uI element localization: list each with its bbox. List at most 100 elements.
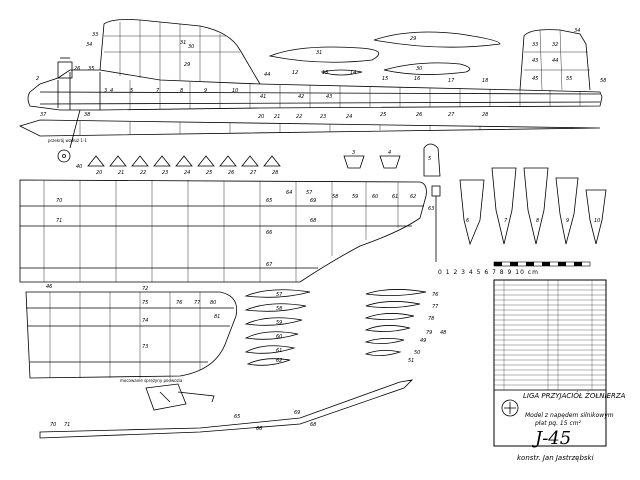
svg-text:28: 28 [482,112,488,118]
svg-text:25: 25 [206,170,212,176]
svg-text:7: 7 [504,218,508,224]
svg-text:2: 2 [36,76,39,82]
svg-text:60: 60 [276,334,282,340]
svg-text:44: 44 [552,58,558,64]
svg-text:49: 49 [420,338,426,344]
svg-text:50: 50 [414,350,420,356]
gear-mount-part [145,383,215,411]
svg-text:12: 12 [292,70,298,76]
svg-text:23: 23 [162,170,168,176]
svg-text:3: 3 [352,150,355,156]
svg-text:72: 72 [142,286,148,292]
scale-bar-label: 0 1 2 3 4 5 6 7 8 9 10 cm [438,269,539,276]
svg-text:26: 26 [74,66,80,72]
svg-text:59: 59 [352,194,358,200]
svg-text:58: 58 [276,306,282,312]
svg-text:42: 42 [298,94,304,100]
svg-text:80: 80 [210,300,216,306]
svg-text:70: 70 [56,198,62,204]
svg-text:65: 65 [266,198,272,204]
wing-ribs-right [364,289,427,356]
main-wing [19,179,427,283]
svg-text:13: 13 [322,70,328,76]
svg-text:33: 33 [532,42,538,48]
svg-text:4: 4 [110,88,113,94]
svg-text:74: 74 [142,318,148,324]
svg-text:67: 67 [266,262,273,268]
svg-text:76: 76 [432,292,438,298]
svg-text:48: 48 [440,330,446,336]
svg-text:59: 59 [276,320,282,326]
svg-text:77: 77 [432,304,439,310]
svg-text:76: 76 [176,300,182,306]
svg-text:27: 27 [250,170,257,176]
svg-text:58: 58 [600,78,606,84]
svg-text:35: 35 [88,66,94,72]
svg-text:30: 30 [416,66,422,72]
svg-text:40: 40 [76,164,82,170]
svg-text:25: 25 [380,112,386,118]
scale-bar [493,261,591,267]
svg-text:20: 20 [258,114,264,120]
svg-text:44: 44 [264,72,270,78]
svg-text:57: 57 [276,292,283,298]
svg-text:62: 62 [410,194,416,200]
svg-text:22: 22 [140,170,146,176]
svg-text:66: 66 [256,426,262,432]
svg-text:10: 10 [232,88,238,94]
svg-text:78: 78 [428,316,434,322]
svg-text:38: 38 [84,112,90,118]
svg-text:14: 14 [350,70,356,76]
svg-text:65: 65 [234,414,240,420]
svg-text:63: 63 [428,206,434,212]
svg-text:51: 51 [408,358,414,364]
fuselage-section-note: przekrój wzdłuż 1-1 [48,138,87,143]
svg-text:43: 43 [532,58,538,64]
model-description-line1: Model z napędem silnikowym [525,412,614,419]
svg-text:4: 4 [388,150,391,156]
wing-ribs-left [244,289,311,366]
svg-text:6: 6 [466,218,469,224]
svg-text:55: 55 [566,76,572,82]
svg-text:31: 31 [180,40,186,46]
svg-text:24: 24 [346,114,352,120]
svg-text:22: 22 [296,114,302,120]
svg-text:34: 34 [86,42,92,48]
svg-text:16: 16 [414,76,420,82]
designer-credit: konstr. Jan Jastrzębski [517,454,594,462]
stabilizer-parts [268,31,501,76]
svg-text:30: 30 [188,44,194,50]
svg-text:58: 58 [332,194,338,200]
league-logo [501,399,519,417]
svg-text:43: 43 [326,94,332,100]
svg-text:70: 70 [50,422,56,428]
svg-text:17: 17 [448,78,455,84]
svg-text:68: 68 [310,422,316,428]
svg-text:66: 66 [266,230,272,236]
svg-text:9: 9 [566,218,569,224]
svg-text:8: 8 [180,88,183,94]
model-name: J-45 [535,428,572,449]
svg-text:24: 24 [184,170,190,176]
svg-text:20: 20 [96,170,102,176]
svg-text:8: 8 [536,218,539,224]
svg-text:31: 31 [316,50,322,56]
svg-text:77: 77 [194,300,201,306]
svg-text:79: 79 [426,330,432,336]
svg-text:28: 28 [272,170,278,176]
small-ribs-row [87,155,281,167]
svg-text:27: 27 [448,112,455,118]
wing-half-lower [25,291,238,379]
svg-text:75: 75 [142,300,148,306]
svg-text:32: 32 [552,42,558,48]
svg-text:62: 62 [276,358,282,364]
svg-text:69: 69 [310,198,316,204]
svg-text:68: 68 [310,218,316,224]
svg-text:15: 15 [382,76,388,82]
svg-text:45: 45 [532,76,538,82]
svg-text:46: 46 [46,284,52,290]
svg-text:29: 29 [410,36,416,42]
svg-text:41: 41 [260,94,266,100]
svg-text:61: 61 [392,194,398,200]
